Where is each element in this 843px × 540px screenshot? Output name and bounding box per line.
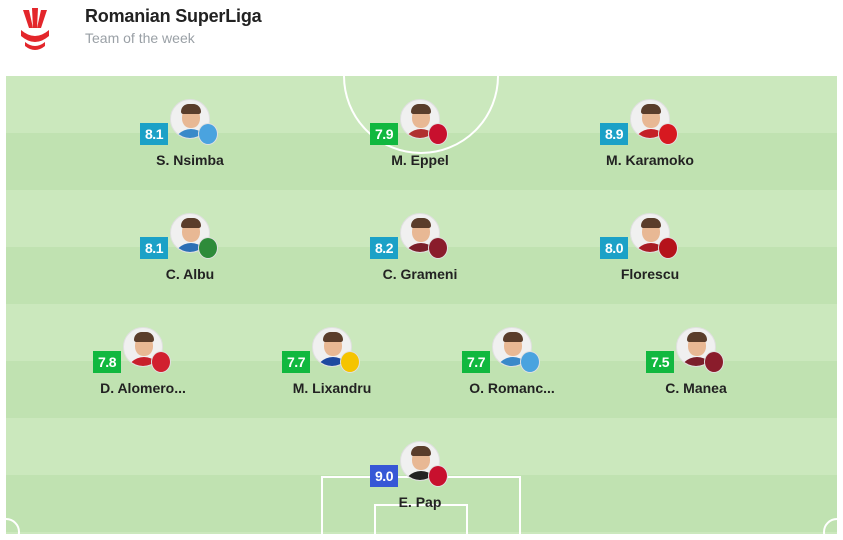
player-shirt: [633, 129, 669, 138]
player-shirt: [126, 357, 162, 366]
player-shirt: [633, 243, 669, 252]
player-shirt: [173, 243, 209, 252]
player-hair: [411, 446, 431, 456]
player-shirt: [679, 357, 715, 366]
player-name[interactable]: Florescu: [620, 266, 680, 282]
player-shirt: [403, 243, 439, 252]
player-avatar: [400, 441, 440, 481]
rating-badge: 8.2: [370, 237, 398, 259]
player-name[interactable]: M. Karamoko: [606, 152, 694, 168]
fc-u-cluj-icon: [428, 465, 448, 487]
player-card[interactable]: 8.9 M. Karamoko: [580, 99, 720, 169]
player-name[interactable]: S. Nsimba: [156, 152, 224, 168]
player-name[interactable]: C. Manea: [665, 380, 727, 396]
player-card[interactable]: 7.5 C. Manea: [626, 327, 766, 397]
rating-badge: 8.1: [140, 237, 168, 259]
rating-badge: 8.0: [600, 237, 628, 259]
player-card[interactable]: 8.1 C. Albu: [120, 213, 260, 283]
league-title[interactable]: Romanian SuperLiga: [85, 6, 262, 26]
rating-badge: 7.7: [462, 351, 490, 373]
unirea-slobozia-icon: [198, 237, 218, 259]
player-hair: [323, 332, 343, 342]
player-card[interactable]: 8.2 C. Grameni: [350, 213, 490, 283]
dinamo-bucuresti-icon: [658, 123, 678, 145]
player-hair: [503, 332, 523, 342]
rating-badge: 7.8: [93, 351, 121, 373]
player-name[interactable]: E. Pap: [398, 494, 442, 510]
uta-arad-icon: [151, 351, 171, 373]
player-card[interactable]: 7.7 O. Romanc...: [442, 327, 582, 397]
universitatea-craiova-icon: [198, 123, 218, 145]
rapid-bucuresti-icon: [704, 351, 724, 373]
player-shirt: [315, 357, 351, 366]
rating-badge: 7.9: [370, 123, 398, 145]
player-name[interactable]: M. Eppel: [391, 152, 449, 168]
player-card[interactable]: 7.7 M. Lixandru: [262, 327, 402, 397]
rating-badge: 7.5: [646, 351, 674, 373]
goal-area: [374, 504, 468, 534]
player-card[interactable]: 8.1 S. Nsimba: [120, 99, 260, 169]
rating-badge: 8.9: [600, 123, 628, 145]
player-shirt: [495, 357, 531, 366]
fcsb-icon: [340, 351, 360, 373]
player-shirt: [403, 129, 439, 138]
rating-badge: 7.7: [282, 351, 310, 373]
corner-arc-left: [6, 518, 20, 534]
player-name[interactable]: O. Romanc...: [469, 380, 555, 396]
player-hair: [134, 332, 154, 342]
player-hair: [641, 104, 661, 114]
superliga-logo-icon: [21, 8, 49, 50]
player-card[interactable]: 7.8 D. Alomero...: [73, 327, 213, 397]
player-hair: [181, 218, 201, 228]
fc-hermannstadt-icon: [658, 237, 678, 259]
player-name[interactable]: C. Albu: [165, 266, 215, 282]
rating-badge: 8.1: [140, 123, 168, 145]
player-hair: [411, 218, 431, 228]
page-subtitle: Team of the week: [85, 30, 195, 46]
player-hair: [181, 104, 201, 114]
player-shirt: [173, 129, 209, 138]
player-hair: [687, 332, 707, 342]
player-shirt: [403, 471, 439, 480]
rapid-bucuresti-icon: [428, 237, 448, 259]
player-name[interactable]: D. Alomero...: [100, 380, 186, 396]
player-hair: [411, 104, 431, 114]
rating-badge: 9.0: [370, 465, 398, 487]
universitatea-craiova-icon: [520, 351, 540, 373]
corner-arc-right: [823, 518, 837, 534]
player-card[interactable]: 7.9 M. Eppel: [350, 99, 490, 169]
player-name[interactable]: M. Lixandru: [292, 380, 372, 396]
fc-u-cluj-icon: [428, 123, 448, 145]
player-hair: [641, 218, 661, 228]
player-name[interactable]: C. Grameni: [382, 266, 458, 282]
header: Romanian SuperLiga Team of the week: [0, 0, 843, 72]
